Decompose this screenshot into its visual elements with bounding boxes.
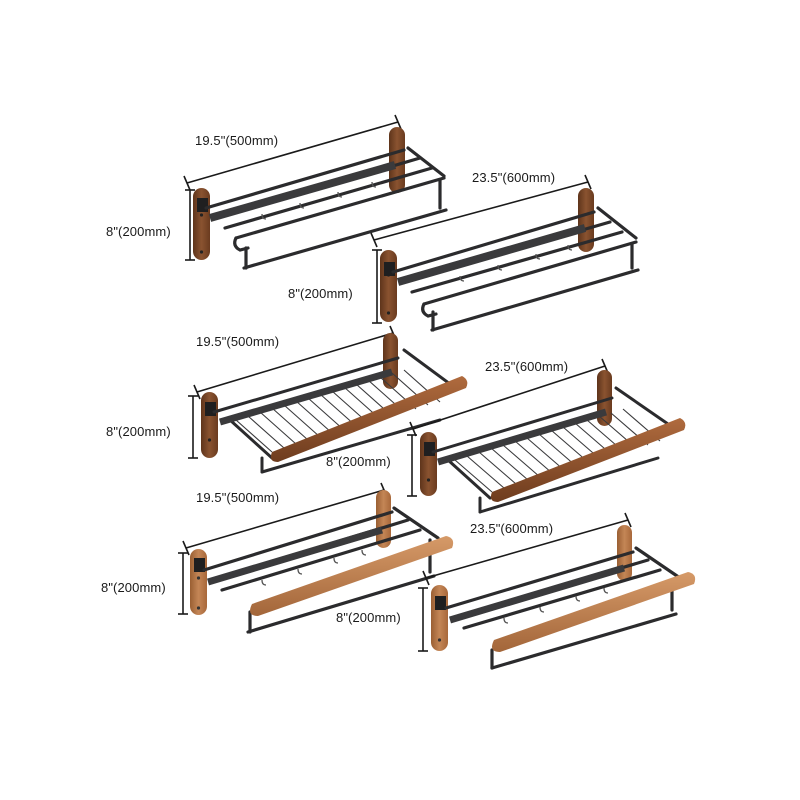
dimension-lines [370,174,592,324]
rack-3 [188,325,468,474]
rack-6 [418,512,696,670]
rack-4-width-label: 23.5"(600mm) [485,359,569,374]
rack-5 [178,482,454,634]
rack-1-width-label: 19.5"(500mm) [195,133,279,148]
rack-1-height-label: 8"(200mm) [106,224,171,239]
rack-6-height-label: 8"(200mm) [336,610,401,625]
dimension-lines [178,482,388,615]
rack-4 [407,358,686,514]
rack-2-width-label: 23.5"(600mm) [472,170,556,185]
dimension-lines [183,114,402,261]
rack-2-height-label: 8"(200mm) [288,286,353,301]
rack-1 [183,114,448,270]
rack-3-height-label: 8"(200mm) [106,424,171,439]
dimension-lines [418,512,632,652]
rack-3-width-label: 19.5"(500mm) [196,334,280,349]
rack-6-width-label: 23.5"(600mm) [470,521,554,536]
dimension-lines [407,358,609,497]
rack-2 [370,174,640,332]
rack-5-width-label: 19.5"(500mm) [196,490,280,505]
rack-4-height-label: 8"(200mm) [326,454,391,469]
dimension-lines [188,325,397,459]
rack-5-height-label: 8"(200mm) [101,580,166,595]
